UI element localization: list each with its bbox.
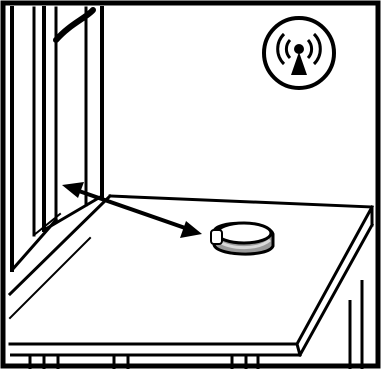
arrow-head-right — [180, 221, 202, 238]
arrow-head-left — [62, 182, 84, 198]
cable — [53, 7, 96, 43]
wireless-signal-icon — [262, 16, 336, 90]
window-frame — [9, 6, 105, 273]
wristband-device — [210, 221, 275, 256]
distance-arrow — [62, 182, 202, 238]
table — [7, 193, 375, 358]
table-legs — [10, 280, 364, 369]
